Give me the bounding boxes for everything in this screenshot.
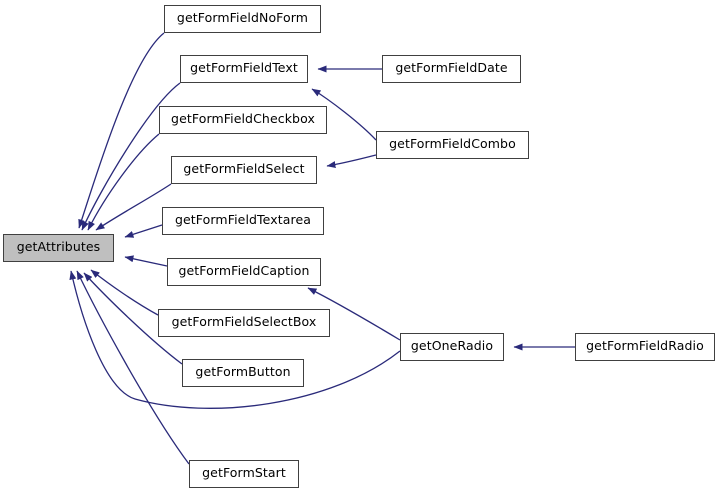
graph-edge-getFormFieldTextarea-to-getAttributes bbox=[124, 224, 163, 238]
graph-edge-getFormButton-to-getAttributes bbox=[83, 272, 183, 365]
graph-edges bbox=[69, 32, 575, 465]
graph-node-getAttributes[interactable]: getAttributes bbox=[3, 234, 114, 262]
graph-node-label: getFormFieldSelectBox bbox=[171, 314, 317, 330]
graph-node-label: getFormFieldRadio bbox=[586, 338, 704, 354]
graph-node-getFormFieldSelect[interactable]: getFormFieldSelect bbox=[171, 156, 317, 184]
graph-node-label: getFormFieldCheckbox bbox=[171, 111, 315, 127]
graph-node-label: getFormStart bbox=[202, 465, 286, 481]
graph-node-label: getOneRadio bbox=[410, 338, 494, 354]
graph-node-getFormFieldTextarea[interactable]: getFormFieldTextarea bbox=[162, 207, 324, 235]
graph-node-label: getFormFieldCaption bbox=[178, 263, 310, 279]
graph-node-label: getFormButton bbox=[195, 364, 291, 380]
graph-edge-getFormFieldNoForm-to-getAttributes bbox=[78, 32, 165, 229]
graph-node-getFormFieldSelectBox[interactable]: getFormFieldSelectBox bbox=[158, 309, 330, 337]
graph-edge-getFormStart-to-getAttributes bbox=[76, 270, 190, 465]
graph-node-label: getAttributes bbox=[16, 239, 101, 255]
graph-node-getFormFieldCombo[interactable]: getFormFieldCombo bbox=[376, 131, 529, 159]
graph-edge-getFormFieldCombo-to-getFormFieldSelect bbox=[326, 154, 377, 169]
graph-node-getFormFieldNoForm[interactable]: getFormFieldNoForm bbox=[164, 5, 321, 33]
graph-node-label: getFormFieldDate bbox=[395, 60, 508, 76]
graph-edge-getFormFieldCheckbox-to-getAttributes bbox=[87, 133, 160, 231]
graph-node-label: getFormFieldNoForm bbox=[176, 10, 309, 26]
graph-node-label: getFormFieldTextarea bbox=[174, 212, 312, 228]
graph-edge-getFormFieldCombo-to-getFormFieldText bbox=[311, 88, 377, 141]
graph-node-getFormStart[interactable]: getFormStart bbox=[189, 460, 299, 488]
graph-node-getFormButton[interactable]: getFormButton bbox=[182, 359, 304, 387]
graph-node-label: getFormFieldText bbox=[190, 60, 298, 76]
graph-node-getFormFieldCaption[interactable]: getFormFieldCaption bbox=[167, 258, 321, 286]
graph-node-getFormFieldCheckbox[interactable]: getFormFieldCheckbox bbox=[159, 106, 327, 134]
graph-edge-getFormFieldCaption-to-getAttributes bbox=[124, 255, 168, 267]
graph-node-label: getFormFieldSelect bbox=[183, 161, 305, 177]
graph-node-getFormFieldRadio[interactable]: getFormFieldRadio bbox=[575, 333, 715, 361]
graph-edge-getOneRadio-to-getFormFieldCaption bbox=[307, 287, 401, 341]
graph-edge-getFormFieldSelectBox-to-getAttributes bbox=[90, 269, 159, 316]
graph-edge-getFormFieldText-to-getAttributes bbox=[81, 82, 181, 231]
graph-node-getFormFieldText[interactable]: getFormFieldText bbox=[180, 55, 308, 83]
graph-node-label: getFormFieldCombo bbox=[389, 136, 516, 152]
graph-edge-getOneRadio-to-getAttributes bbox=[69, 270, 401, 409]
graph-node-getFormFieldDate[interactable]: getFormFieldDate bbox=[382, 55, 521, 83]
graph-edge-getFormFieldSelect-to-getAttributes bbox=[95, 183, 172, 231]
graph-node-getOneRadio[interactable]: getOneRadio bbox=[400, 333, 504, 361]
